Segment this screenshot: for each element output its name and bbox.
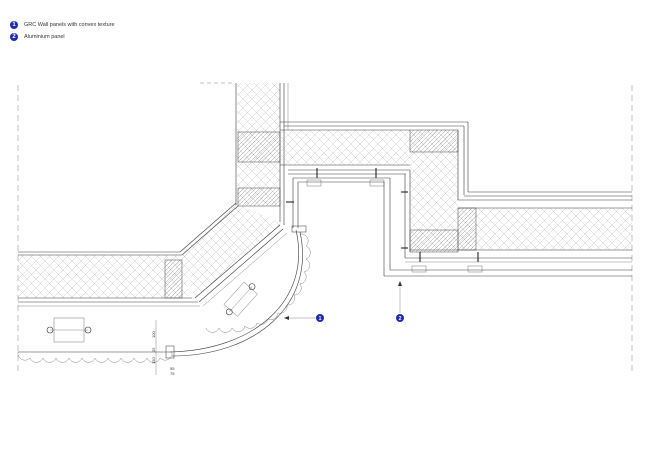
legend-badge: 1 xyxy=(10,20,18,29)
legend-item-grc-panels: 1 GRC Wall panels with convex texture xyxy=(10,19,115,30)
legend-label: GRC Wall panels with convex texture xyxy=(24,21,115,28)
right-column xyxy=(404,122,469,258)
dimension-label: 55 xyxy=(170,366,175,371)
callout-1: 1 xyxy=(284,314,324,322)
vertical-column xyxy=(235,83,289,225)
top-beam xyxy=(280,121,468,175)
grc-curved-panel xyxy=(17,225,311,363)
legend-item-aluminium-panel: 2 Aluminium panel xyxy=(10,31,115,42)
diagonal-wall-section xyxy=(179,202,288,307)
dimension-label: 25 xyxy=(151,347,156,352)
dimension-label: 150 xyxy=(151,357,156,364)
legend-label: Aluminium panel xyxy=(24,33,65,40)
dimensions: 100 25 150 55 75 xyxy=(151,320,175,376)
callout-number: 2 xyxy=(399,316,402,322)
callout-number: 1 xyxy=(319,316,322,322)
opening-frame xyxy=(286,168,632,277)
callout-2: 2 xyxy=(396,281,404,322)
dimension-label: 75 xyxy=(170,371,175,376)
legend: 1 GRC Wall panels with convex texture 2 … xyxy=(10,19,115,43)
fixing-brackets xyxy=(46,281,258,343)
left-wall-section xyxy=(18,251,200,307)
dimension-label: 100 xyxy=(151,331,156,338)
right-wall-section xyxy=(405,191,632,263)
legend-badge: 2 xyxy=(10,32,18,41)
